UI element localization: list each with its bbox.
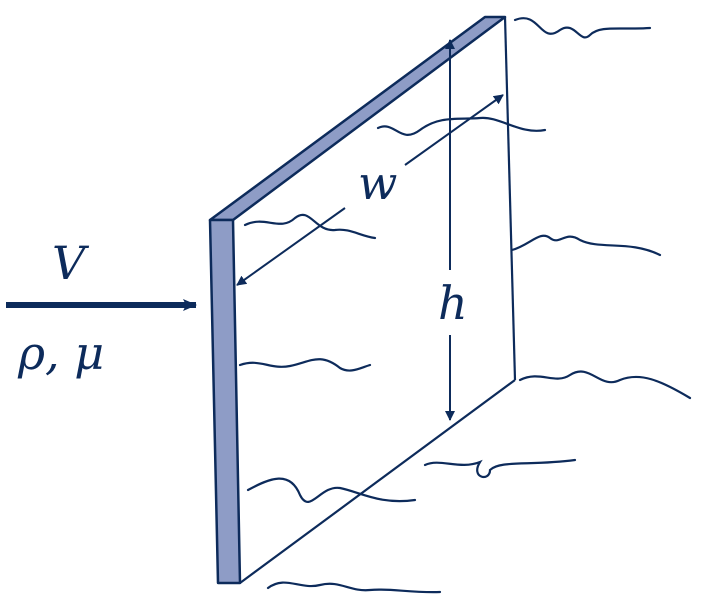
turbulence-squiggles [238,17,692,594]
plate-back-edge [503,16,517,381]
fluid-properties-label: ρ, μ [18,326,105,380]
width-label: w [358,156,398,210]
width-dimension-arrow-down [236,207,346,286]
height-label: h [438,276,468,330]
width-dimension-arrow-up [404,94,504,166]
squiggle [423,458,577,479]
flat-plate [208,15,517,585]
plate-front-edge [208,218,242,585]
squiggle [513,17,652,39]
squiggle [238,358,372,372]
squiggle [243,213,377,240]
squiggle [510,234,662,257]
plate-bottom-edge [239,379,516,584]
velocity-label: V [52,236,86,290]
squiggle [518,370,692,400]
squiggle [376,116,547,136]
squiggle [246,477,417,503]
squiggle [266,581,442,594]
